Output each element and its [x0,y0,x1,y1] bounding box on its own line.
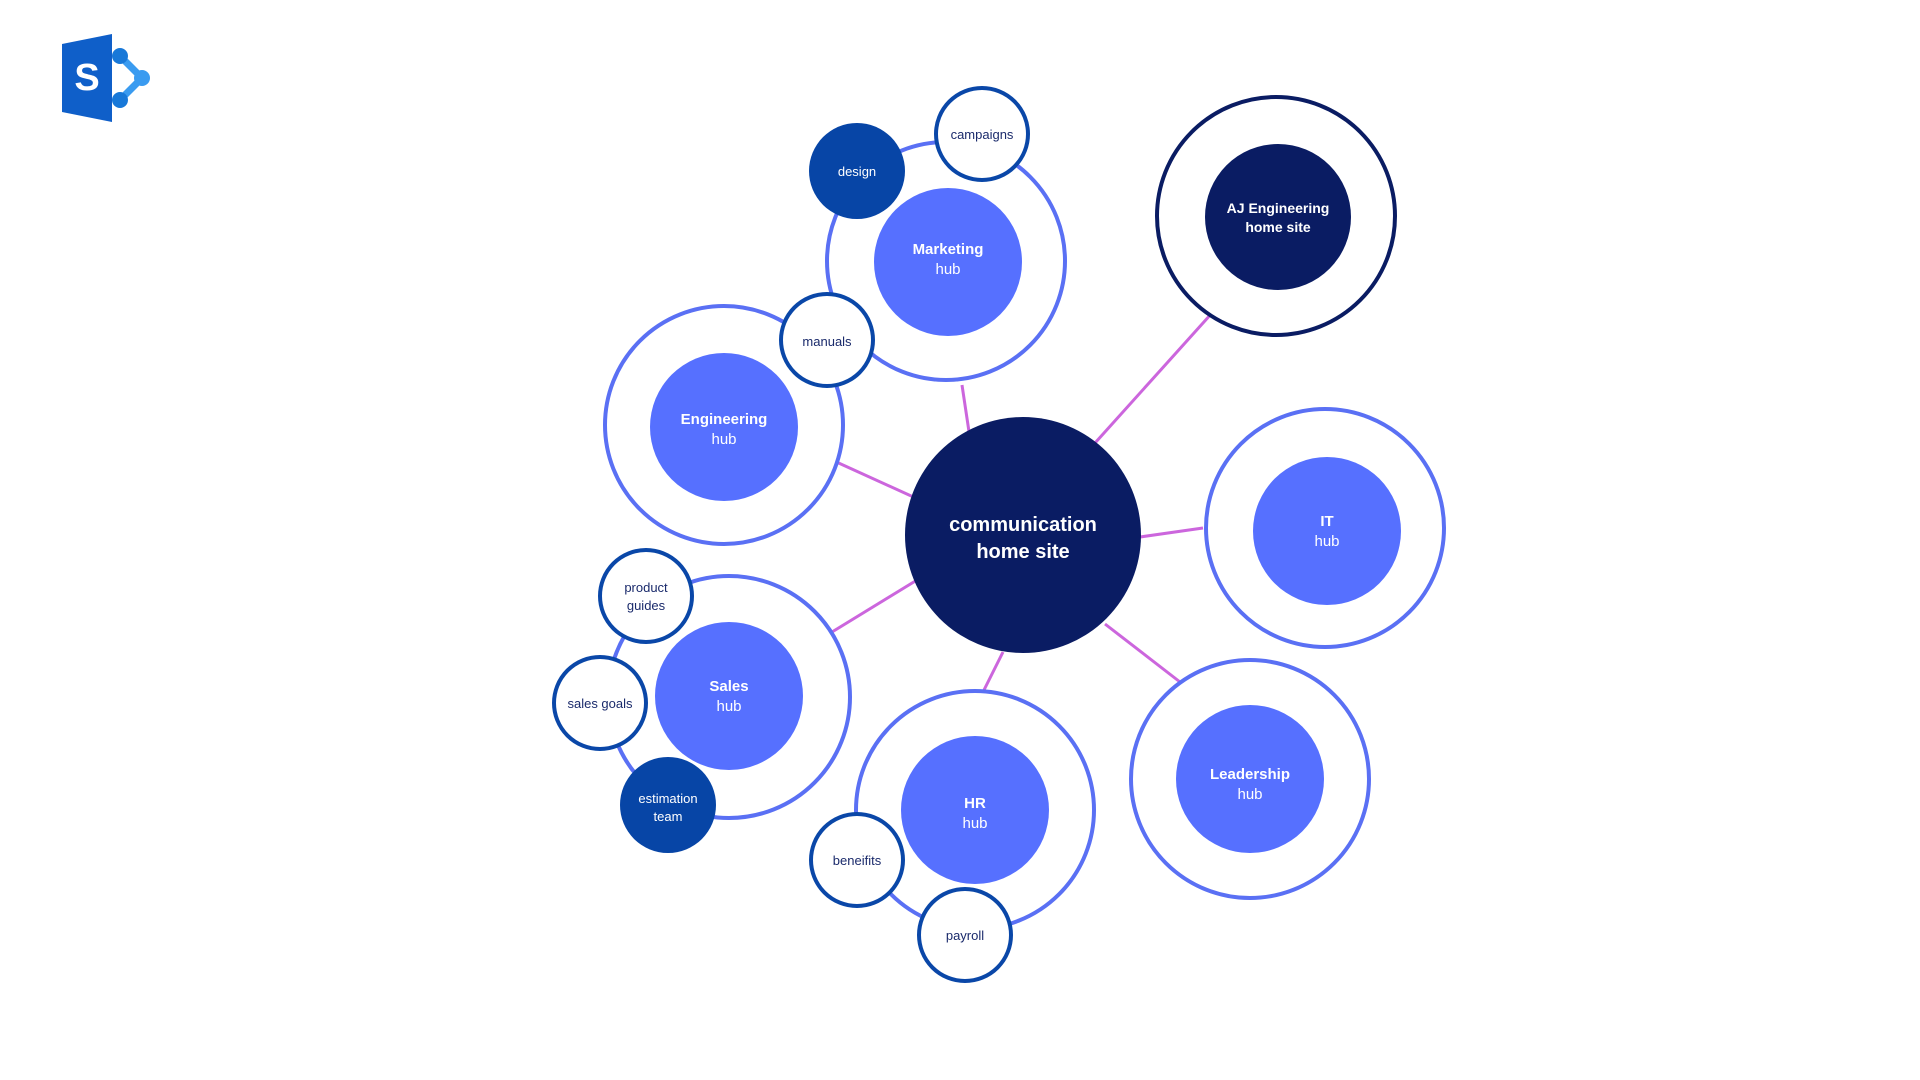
hub-core [650,353,798,501]
subsite-circle [779,292,875,388]
connector-aj-home [1093,311,1214,445]
home-site-core [1205,144,1351,290]
hub-core [1253,457,1401,605]
connector-hr [982,651,1005,691]
subsite-circle [809,812,905,908]
hub-subtitle: hub [962,815,987,832]
subsite-manuals[interactable]: manuals [779,292,875,388]
subsite-label: manuals [802,334,852,349]
subsite-sales-goals[interactable]: sales goals [552,655,648,751]
subsite-circle [620,757,716,853]
subsite-label: payroll [946,928,984,943]
connector-sales [831,578,918,634]
subsite-circle [934,86,1030,182]
subsite-circle [598,548,694,644]
hub-subtitle: hub [1237,786,1262,803]
subsite-beneifits[interactable]: beneifits [809,812,905,908]
subsite-label-line1: product [624,580,668,595]
hub-engineering[interactable]: Engineering hub [603,304,845,546]
subsite-label: beneifits [833,853,882,868]
hub-leadership[interactable]: Leadership hub [1129,658,1371,900]
connector-leadership [1104,622,1181,684]
center-line2: home site [976,541,1069,563]
subsite-circle [809,123,905,219]
hub-title: Marketing [913,241,984,258]
subsite-label-line1: estimation [638,791,697,806]
hub-hr[interactable]: HR hub [854,689,1096,931]
connector-engineering [831,458,921,502]
subsite-design[interactable]: design [809,123,905,219]
subsite-label: design [838,164,876,179]
hub-title: Leadership [1210,766,1290,783]
connector-it [1139,526,1204,539]
hub-core [655,622,803,770]
hub-core [1176,705,1324,853]
hub-subtitle: hub [1314,533,1339,550]
sharepoint-logo-icon: S [62,34,154,124]
hub-subtitle: hub [716,698,741,715]
subsite-circle [552,655,648,751]
subsite-label-line2: team [654,809,683,824]
subsite-product-guides[interactable]: product guides [598,548,694,644]
hub-title: HR [964,795,986,812]
hub-subtitle: hub [935,261,960,278]
hub-title: Engineering [681,411,768,428]
logo-letter: S [74,57,99,99]
hub-core [901,736,1049,884]
hub-it[interactable]: IT hub [1204,407,1446,649]
center-line1: communication [949,514,1097,536]
subsite-label-line2: guides [627,598,666,613]
hub-subtitle: hub [711,431,736,448]
subsite-circle [917,887,1013,983]
home-site-line2: home site [1245,219,1311,235]
communication-home-site[interactable]: communication home site [905,417,1141,653]
subsite-label: campaigns [951,127,1014,142]
hub-title: Sales [709,678,748,695]
hub-core [874,188,1022,336]
hub-title: IT [1320,513,1333,530]
subsite-estimation-team[interactable]: estimation team [620,757,716,853]
subsite-label: sales goals [567,696,633,711]
aj-engineering-home-site[interactable]: AJ Engineering home site [1155,95,1397,337]
subsite-payroll[interactable]: payroll [917,887,1013,983]
home-site-line1: AJ Engineering [1227,200,1330,216]
center-core [905,417,1141,653]
subsite-campaigns[interactable]: campaigns [934,86,1030,182]
